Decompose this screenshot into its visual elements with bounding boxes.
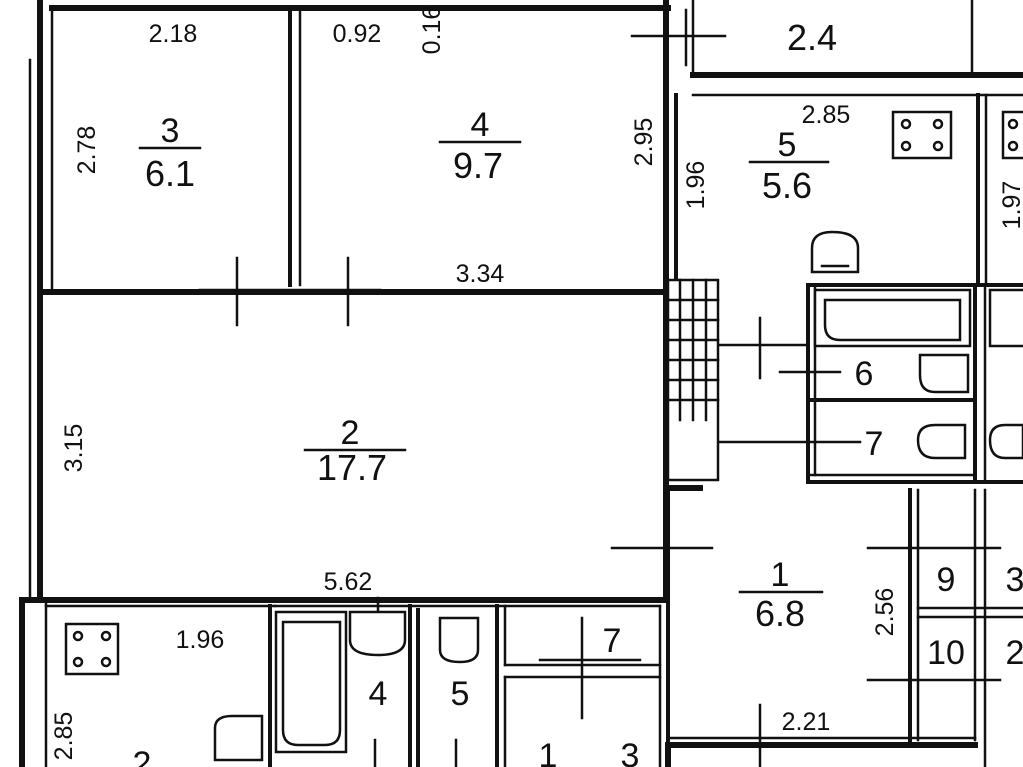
label-bottom-3: 3 bbox=[621, 737, 640, 767]
label-bottom-1: 1 bbox=[539, 737, 558, 767]
dim-0-92: 0.92 bbox=[333, 20, 382, 48]
room-3-number: 3 bbox=[161, 112, 180, 150]
bathtub-icon-right bbox=[988, 288, 1023, 348]
room-3-area: 6.1 bbox=[145, 153, 195, 194]
room-1-area: 6.8 bbox=[755, 593, 805, 634]
dim-2-4: 2.4 bbox=[787, 17, 837, 58]
washbasin-icon-bottom bbox=[348, 610, 407, 657]
stove-icon-bottom bbox=[64, 622, 120, 676]
room-2-number: 2 bbox=[341, 414, 360, 452]
shaft-hatch bbox=[666, 278, 720, 482]
toilet-icon-right bbox=[988, 423, 1023, 460]
label-right-6: 6 bbox=[855, 355, 874, 393]
dim-2-56: 2.56 bbox=[871, 588, 899, 637]
dim-2-95: 2.95 bbox=[630, 118, 658, 167]
dim-2-85-top: 2.85 bbox=[802, 101, 851, 129]
room-5-number: 5 bbox=[778, 126, 797, 164]
label-right-9: 9 bbox=[937, 561, 956, 599]
room-2-area: 17.7 bbox=[317, 447, 387, 488]
dim-0-16: 0.16 bbox=[418, 6, 446, 55]
door-markers bbox=[198, 8, 1002, 767]
dim-1-96-bottom: 1.96 bbox=[176, 626, 225, 654]
room-1-number: 1 bbox=[771, 556, 790, 594]
fixture-labels: 4 5 7 1 3 2 6 7 9 3 10 2 bbox=[133, 355, 1023, 767]
kitchen-sink-icon-bottom bbox=[213, 714, 264, 762]
label-bottom-5: 5 bbox=[451, 675, 470, 713]
label-right-2-cut: 2 bbox=[1006, 634, 1023, 672]
dim-2-21: 2.21 bbox=[782, 708, 831, 736]
label-bottom-4: 4 bbox=[369, 675, 388, 713]
room-labels: 3 6.1 4 9.7 5 5.6 2 17.7 1 6.8 bbox=[138, 106, 830, 634]
label-right-10: 10 bbox=[927, 634, 965, 672]
dim-1-96-top: 1.96 bbox=[682, 161, 710, 210]
stove-icon-top-right bbox=[1001, 110, 1023, 160]
dim-2-85-left: 2.85 bbox=[50, 712, 78, 761]
room-4-number: 4 bbox=[471, 106, 490, 144]
dimension-labels: 2.18 0.92 0.16 2.4 2.78 2.95 2.85 1.96 1… bbox=[50, 6, 1023, 761]
dim-5-62: 5.62 bbox=[324, 568, 373, 596]
label-bottom-2-cut: 2 bbox=[133, 745, 152, 767]
label-right-7: 7 bbox=[865, 425, 884, 463]
dim-2-78: 2.78 bbox=[73, 126, 101, 175]
toilet-icon-bottom bbox=[438, 616, 480, 664]
kitchen-sink-icon bbox=[810, 230, 860, 274]
toilet-icon bbox=[916, 423, 967, 460]
stove-icon-top bbox=[891, 110, 953, 160]
dim-2-18: 2.18 bbox=[149, 20, 198, 48]
walls bbox=[19, 0, 1023, 767]
label-bottom-7: 7 bbox=[603, 622, 622, 660]
fixtures bbox=[64, 110, 1023, 762]
room-5-area: 5.6 bbox=[762, 165, 812, 206]
washbasin-icon-6 bbox=[918, 353, 970, 394]
dim-3-15: 3.15 bbox=[60, 424, 88, 473]
room-4-area: 9.7 bbox=[453, 145, 503, 186]
dim-1-97: 1.97 bbox=[998, 181, 1023, 230]
dim-3-34: 3.34 bbox=[456, 260, 505, 288]
label-right-3-cut: 3 bbox=[1006, 561, 1023, 599]
